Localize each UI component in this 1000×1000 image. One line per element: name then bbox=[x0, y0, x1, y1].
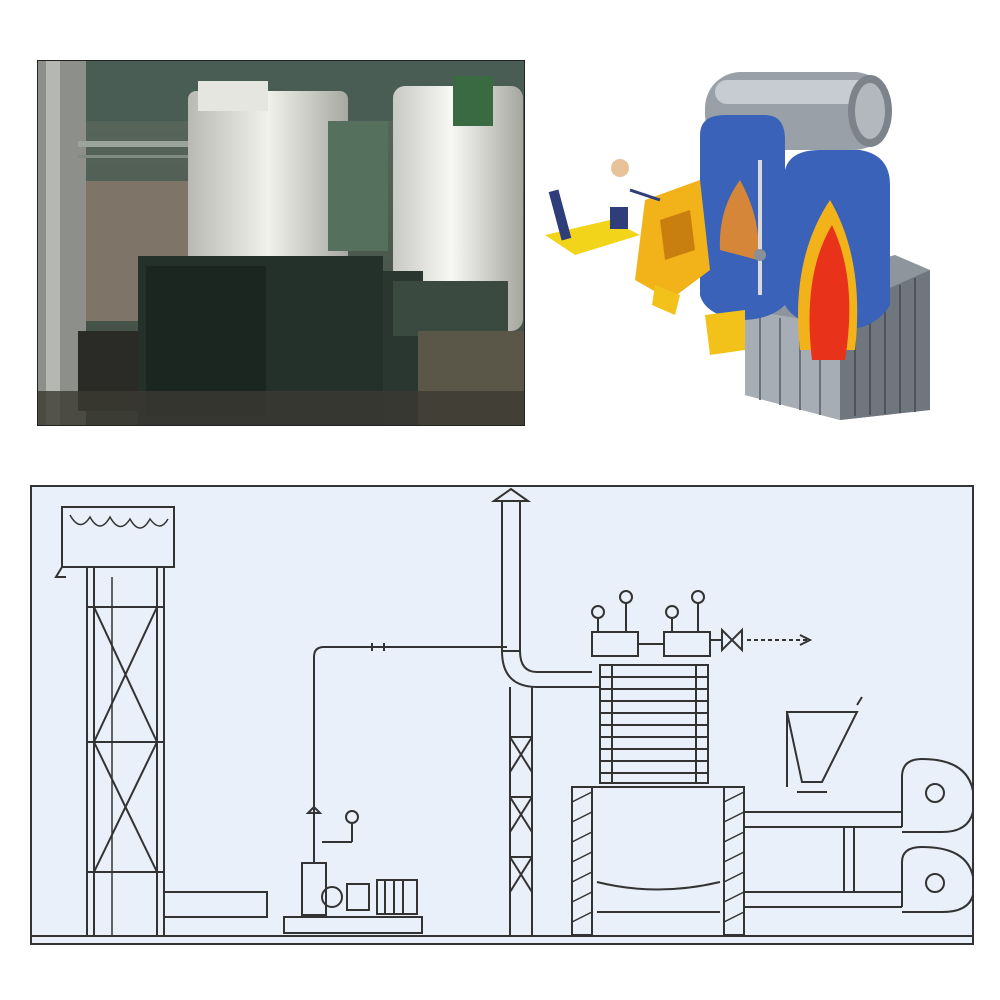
steam-drum-icon bbox=[591, 590, 711, 657]
boiler-cutaway-illustration bbox=[540, 60, 940, 430]
boiler-schematic-diagram bbox=[30, 485, 974, 945]
hopper-icon bbox=[785, 696, 863, 793]
chimney-icon bbox=[490, 487, 592, 688]
chimney-support-icon bbox=[509, 687, 533, 935]
cutaway-svg bbox=[545, 72, 930, 420]
flame-icon bbox=[719, 180, 858, 360]
pump-motor-icon bbox=[283, 862, 423, 934]
boiler-photo-illustration bbox=[38, 61, 524, 425]
boiler-tank-right bbox=[393, 86, 523, 331]
valve-icon bbox=[710, 627, 813, 653]
boiler-photo bbox=[37, 60, 525, 426]
furnace-icon bbox=[571, 786, 745, 936]
boiler-tank-left bbox=[188, 91, 348, 291]
tube-bank-icon bbox=[592, 664, 709, 784]
fan-icon bbox=[901, 757, 972, 913]
gauge-icon bbox=[322, 810, 359, 843]
water-tank-icon bbox=[54, 506, 175, 578]
schematic-svg bbox=[32, 487, 972, 937]
support-tower-icon bbox=[86, 567, 165, 935]
hopper-icon bbox=[635, 180, 745, 355]
operator-platform-icon bbox=[545, 159, 661, 255]
